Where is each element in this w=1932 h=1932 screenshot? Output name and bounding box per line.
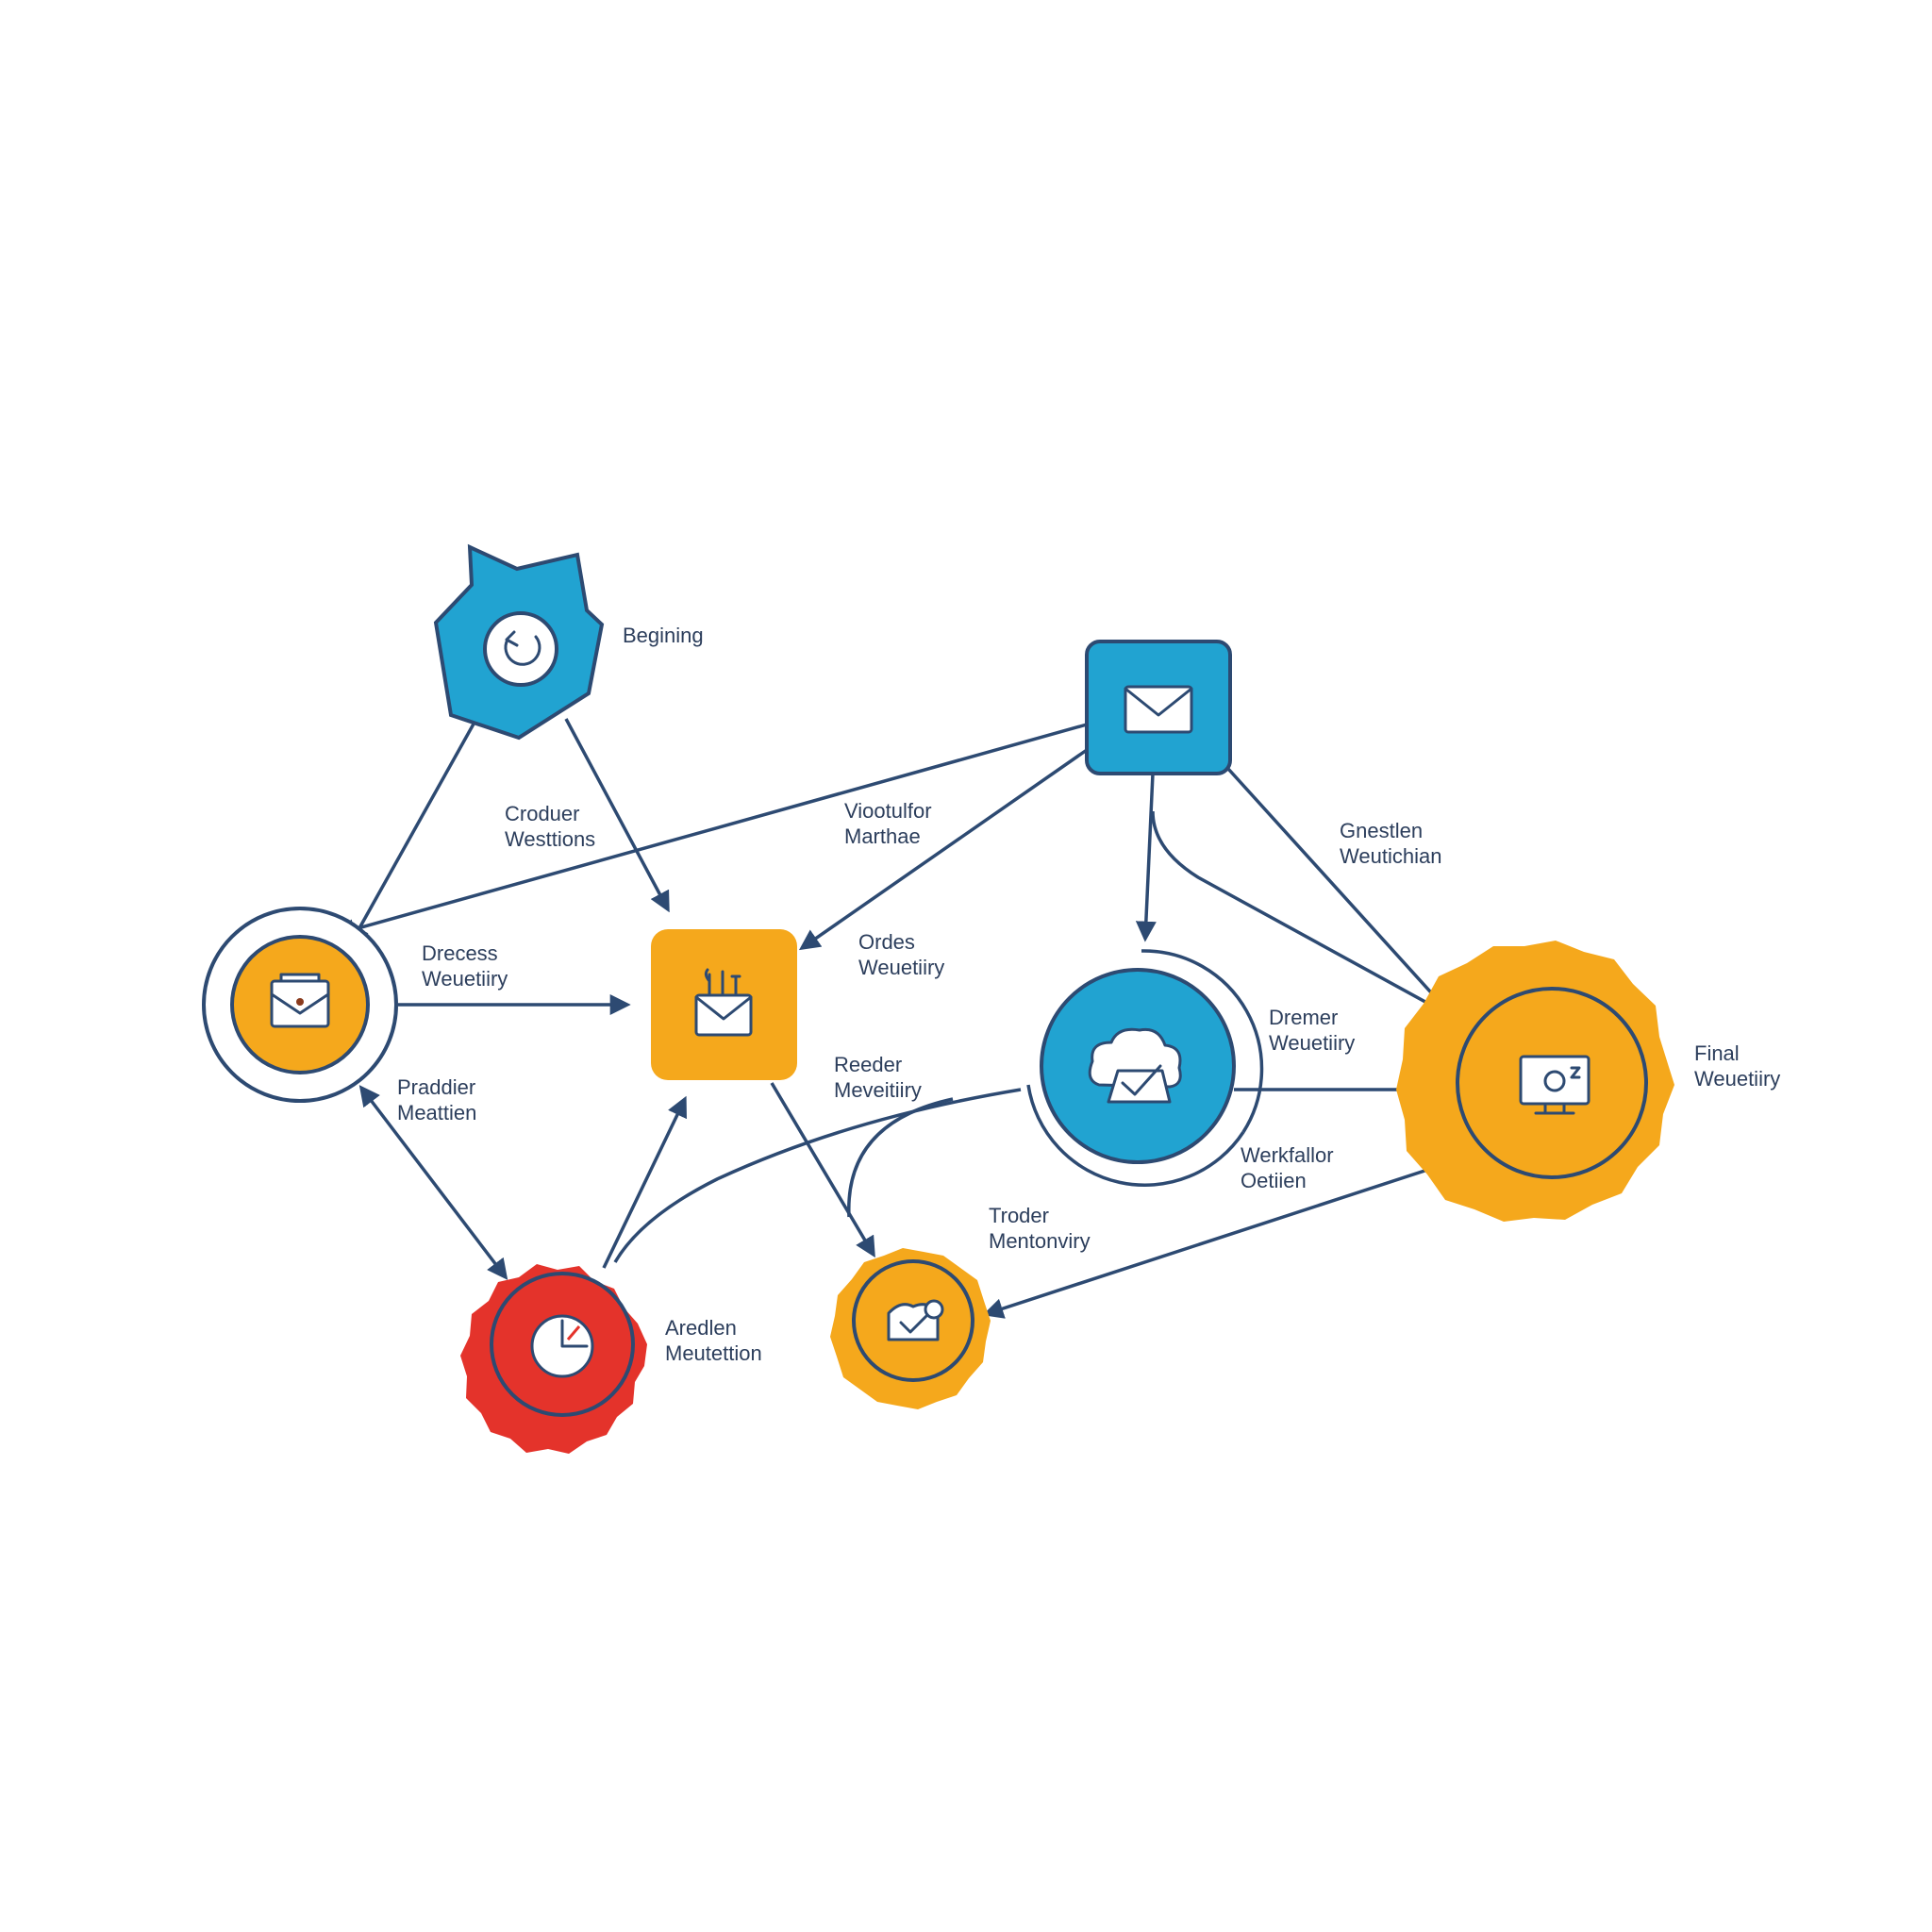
edge-label-gnestlen: Gnestlen Weutichian: [1340, 819, 1441, 868]
edge-label-premer-1: Dremer: [1269, 1006, 1338, 1029]
edge-label-drecess-2: Weuetiiry: [422, 967, 508, 991]
edge-label-drecess: Drecess Weuetiiry: [422, 941, 508, 991]
inbox-envelope-icon: [270, 973, 330, 1028]
edge-label-werkfallor-2: Oetiien: [1241, 1169, 1307, 1192]
node-blue-circle[interactable]: [1026, 949, 1264, 1187]
edge-label-reeder: Reeder Meveitiiry: [834, 1053, 922, 1102]
node-blue-circle-arc: [1141, 949, 1264, 1133]
check-badge-icon: [887, 1299, 944, 1341]
edge-label-viootulfor-1: Viootulfor: [844, 799, 932, 823]
node-start-label: Begining: [623, 624, 704, 647]
node-final[interactable]: Final Weuetiiry: [1396, 941, 1780, 1222]
edge-red-gear-to-blue-circle: [613, 1088, 1022, 1263]
node-left-circle[interactable]: [202, 907, 398, 1103]
edge-label-troder-2: Mentonviry: [989, 1229, 1091, 1253]
edge-red-gear-to-center-square: [602, 1095, 687, 1269]
node-start-badge: [483, 611, 558, 687]
edge-label-viootulfor: Viootulfor Marthae: [844, 799, 932, 848]
edge-center-square-to-bottom-gear: [770, 1082, 875, 1258]
edge-final-bottom-gear: [982, 1154, 1466, 1319]
edge-mail-to-left-circle: [334, 723, 1088, 940]
node-red-gear-label-2: Meutettion: [665, 1341, 762, 1365]
edge-label-werkfallor: Werkfallor Oetiien: [1241, 1143, 1334, 1192]
edge-label-praddier-2: Meattien: [397, 1101, 476, 1124]
edge-start-to-left-circle: [349, 718, 478, 947]
node-red-gear-label-1: Aredlen: [665, 1316, 737, 1340]
edge-label-gnestlen-2: Weutichian: [1340, 844, 1441, 868]
edge-label-ordes-1: Ordes: [858, 930, 915, 954]
edge-label-praddier-1: Praddier: [397, 1075, 475, 1099]
envelope-tools-icon: [694, 968, 753, 1037]
node-final-label-2: Weuetiiry: [1694, 1067, 1780, 1091]
node-red-gear-ring: [490, 1272, 635, 1417]
edge-label-croduer: Croduer Westtions: [505, 802, 595, 851]
edge-label-troder: Troder Mentonviry: [989, 1204, 1091, 1253]
envelope-icon: [1124, 685, 1193, 734]
edge-label-premer: Dremer Weuetiiry: [1269, 1006, 1355, 1055]
edge-mail-to-center-square: [798, 748, 1088, 951]
edge-left-circle-red-gear: [358, 1085, 508, 1280]
node-final-ring: [1456, 987, 1648, 1179]
edge-start-to-center-square: [564, 718, 670, 913]
edge-label-werkfallor-1: Werkfallor: [1241, 1143, 1334, 1167]
node-mail-top[interactable]: [1085, 640, 1232, 775]
edge-label-ordes-2: Weuetiiry: [858, 956, 944, 979]
clock-pie-icon: [530, 1314, 594, 1378]
edge-label-croduer-1: Croduer: [505, 802, 579, 825]
node-bottom-gear-ring: [852, 1259, 974, 1382]
edge-label-gnestlen-1: Gnestlen: [1340, 819, 1423, 842]
edge-label-drecess-1: Drecess: [422, 941, 498, 965]
edge-labels: Croduer Westtions Viootulfor Marthae Gne…: [397, 799, 1441, 1253]
edge-mail-to-final-curved: [1151, 810, 1454, 1019]
node-bottom-gear[interactable]: [830, 1248, 991, 1409]
edge-label-viootulfor-2: Marthae: [844, 824, 921, 848]
monitor-icon: [1519, 1055, 1591, 1115]
edge-label-premer-2: Weuetiiry: [1269, 1031, 1355, 1055]
edge-label-reeder-1: Reeder: [834, 1053, 902, 1076]
edge-label-praddier: Praddier Meattien: [397, 1075, 476, 1124]
node-red-gear[interactable]: Aredlen Meutettion: [460, 1264, 762, 1454]
node-final-label-1: Final: [1694, 1041, 1740, 1065]
edge-mail-to-final: [1226, 767, 1451, 1014]
edge-label-croduer-2: Westtions: [505, 827, 595, 851]
refresh-icon: [504, 630, 541, 666]
edge-mail-to-blue-circle: [1135, 773, 1157, 942]
node-start[interactable]: Begining: [433, 543, 704, 741]
edge-loop-to-bottom-gear: [847, 1097, 954, 1218]
edge-label-ordes: Ordes Weuetiiry: [858, 930, 944, 979]
node-center-square[interactable]: [651, 929, 797, 1080]
cloud-check-icon: [1088, 1027, 1182, 1104]
node-blue-circle-arc-bottom: [1026, 1084, 1245, 1187]
edge-label-troder-1: Troder: [989, 1204, 1049, 1227]
edge-label-reeder-2: Meveitiiry: [834, 1078, 922, 1102]
